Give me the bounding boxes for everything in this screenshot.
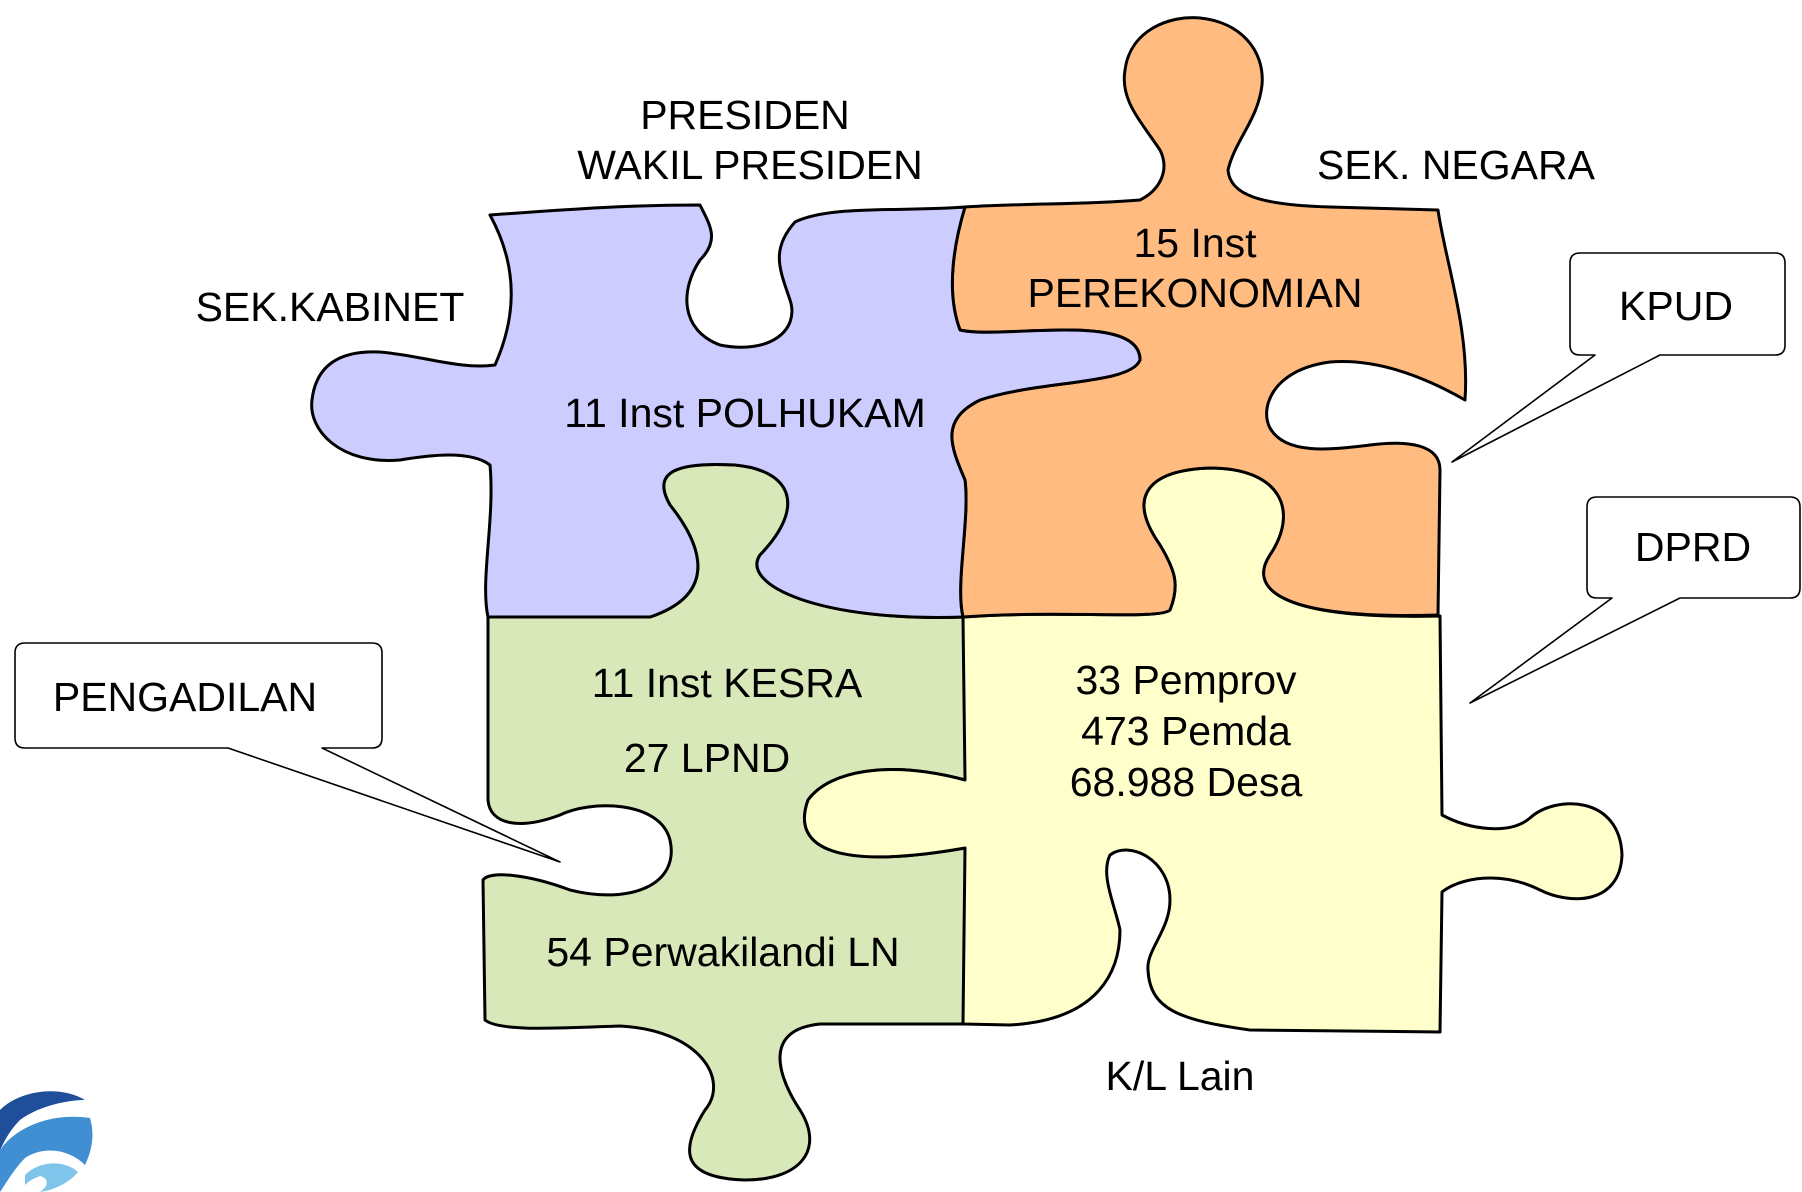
daerah-line-2: 473 Pemda bbox=[1081, 708, 1291, 754]
daerah-line-1: 33 Pemprov bbox=[1075, 657, 1297, 703]
puzzle-piece-polhukam bbox=[310, 203, 1142, 619]
callout-pengadilan bbox=[14, 642, 561, 863]
callout-kpud bbox=[1451, 252, 1786, 463]
callout-dprd bbox=[1469, 496, 1801, 704]
callout-kpud-label: KPUD bbox=[1619, 283, 1733, 329]
perekonomian-line-1: 15 Inst bbox=[1133, 220, 1257, 266]
label-presiden: PRESIDEN bbox=[640, 92, 850, 138]
label-wakil-presiden: WAKIL PRESIDEN bbox=[577, 142, 923, 188]
label-kl-lain: K/L Lain bbox=[1106, 1053, 1255, 1099]
label-sek-kabinet: SEK.KABINET bbox=[196, 284, 465, 330]
callout-dprd-label: DPRD bbox=[1635, 524, 1751, 570]
perekonomian-line-2: PEREKONOMIAN bbox=[1028, 270, 1363, 316]
daerah-line-3: 68.988 Desa bbox=[1070, 759, 1303, 805]
ministry-logo-icon bbox=[0, 1091, 93, 1192]
kesra-line-2: 27 LPND bbox=[624, 735, 790, 781]
kesra-line-3: 54 Perwakilandi LN bbox=[546, 929, 899, 975]
polhukam-line-1: 11 Inst POLHUKAM bbox=[564, 390, 926, 436]
callout-pengadilan-label: PENGADILAN bbox=[53, 674, 317, 720]
label-sek-negara: SEK. NEGARA bbox=[1317, 142, 1596, 188]
kesra-line-1: 11 Inst KESRA bbox=[592, 660, 863, 706]
